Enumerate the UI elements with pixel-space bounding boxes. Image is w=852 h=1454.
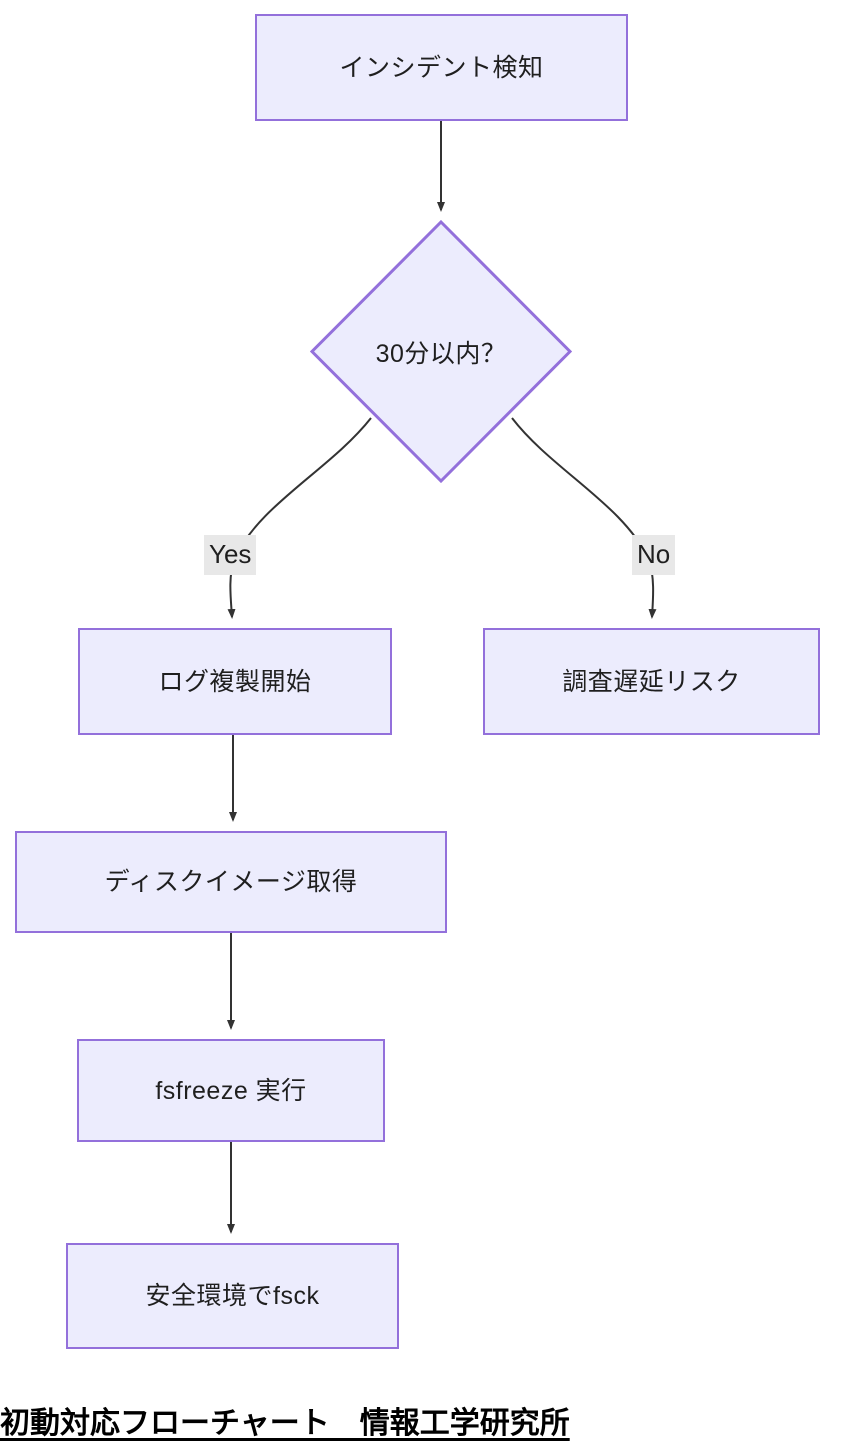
diamond-shape [310, 220, 572, 483]
edge-label-yes: Yes [204, 535, 257, 575]
node-label: ログ複製開始 [158, 667, 312, 696]
node-acquire-disk-image[interactable]: ディスクイメージ取得 [15, 831, 447, 933]
edge-label-no: No [632, 535, 676, 575]
node-label: 調査遅延リスク [562, 667, 741, 696]
node-execute-fsfreeze[interactable]: fsfreeze 実行 [77, 1039, 385, 1142]
node-label: fsfreeze 実行 [155, 1076, 307, 1105]
node-label: 30分以内？ [375, 339, 507, 368]
node-investigation-delay-risk[interactable]: 調査遅延リスク [483, 628, 820, 735]
caption-text: 初動対応フローチャート 情報工学研究所 [0, 1407, 570, 1440]
node-label: 安全環境でfsck [145, 1282, 320, 1310]
node-fsck-safe-environment[interactable]: 安全環境でfsck [66, 1243, 399, 1349]
node-label: インシデント検知 [339, 53, 544, 82]
node-start-log-replication[interactable]: ログ複製開始 [78, 628, 392, 735]
node-label: ディスクイメージ取得 [104, 868, 358, 896]
node-decision-within-30-min[interactable]: 30分以内？ [310, 220, 572, 483]
diagram-caption: 初動対応フローチャート 情報工学研究所 [0, 1398, 852, 1442]
node-incident-detection[interactable]: インシデント検知 [255, 14, 628, 121]
